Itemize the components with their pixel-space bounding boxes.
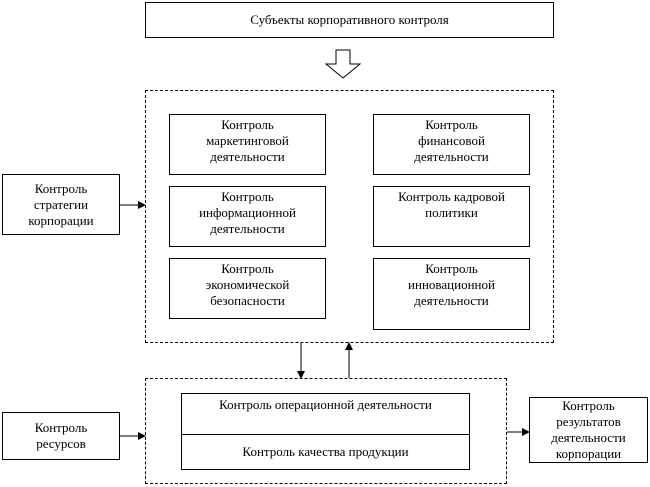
finance-control-label: Контроль финансовой деятельности	[414, 117, 489, 164]
innovation-control-box: Контроль инновационной деятельности	[373, 258, 530, 330]
innovation-control-label: Контроль инновационной деятельности	[408, 261, 495, 308]
hr-control-box: Контроль кадровой политики	[373, 186, 530, 247]
resources-control-label: Контроль ресурсов	[34, 420, 88, 451]
security-control-box: Контроль экономической безопасности	[169, 258, 326, 319]
operational-activity-label: Контроль операционной деятельности	[219, 397, 432, 412]
security-control-label: Контроль экономической безопасности	[205, 261, 290, 308]
operations-control-box: Контроль операционной деятельности Контр…	[181, 393, 470, 470]
resources-control-box: Контроль ресурсов	[2, 412, 120, 460]
information-control-box: Контроль информационной деятельности	[169, 186, 326, 247]
marketing-control-box: Контроль маркетинговой деятельности	[169, 114, 326, 175]
subjects-title-label: Субъекты корпоративного контроля	[250, 12, 449, 27]
results-control-label: Контроль результатов деятельности корпор…	[551, 398, 626, 461]
product-quality-label: Контроль качества продукции	[242, 444, 409, 459]
hollow-down-arrow	[324, 49, 362, 79]
finance-control-box: Контроль финансовой деятельности	[373, 114, 530, 175]
marketing-control-label: Контроль маркетинговой деятельности	[206, 117, 289, 164]
strategy-control-box: Контроль стратегии корпорации	[2, 174, 120, 235]
results-control-box: Контроль результатов деятельности корпор…	[529, 397, 648, 463]
strategy-control-label: Контроль стратегии корпорации	[28, 180, 94, 228]
information-control-label: Контроль информационной деятельности	[199, 189, 296, 236]
subjects-title-box: Субъекты корпоративного контроля	[145, 2, 554, 38]
hr-control-label: Контроль кадровой политики	[398, 189, 505, 220]
operations-group	[145, 378, 507, 484]
